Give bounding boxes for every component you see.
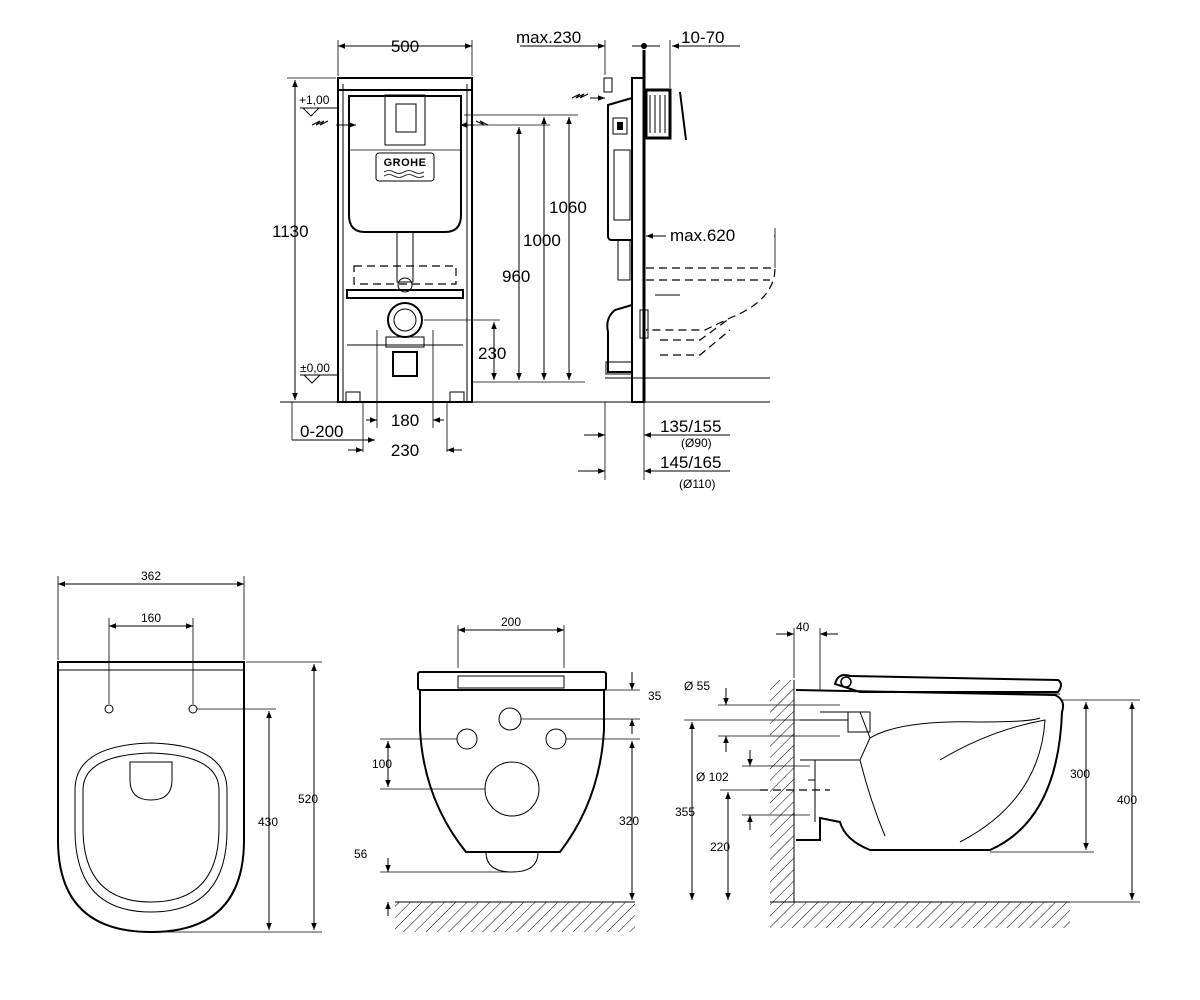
bowl-top-view: 362 160 520 430 (57, 569, 322, 934)
dim-180: 180 (391, 411, 419, 430)
brand-logo: GROHE (384, 157, 427, 169)
dim-diam-90: (Ø90) (681, 436, 712, 450)
dim-front-width: 200 (501, 615, 521, 629)
dim-220: 220 (710, 840, 730, 854)
dim-230-height: 230 (478, 344, 506, 363)
dim-1060: 1060 (549, 198, 587, 217)
dim-320: 320 (619, 814, 639, 828)
dim-max-620: max.620 (670, 226, 735, 245)
dim-depth-2: 145/165 (660, 453, 721, 472)
dim-plate: 10-70 (681, 28, 724, 47)
dim-to-holes: 430 (258, 815, 278, 829)
dim-355: 355 (675, 805, 695, 819)
dim-depth-1: 135/155 (660, 417, 721, 436)
frame-side-view: max.230 10-70 max.620 135/155 (Ø90) 145/… (516, 28, 776, 491)
dim-max-230: max.230 (516, 28, 581, 47)
dim-1000: 1000 (523, 231, 561, 250)
level-top: +1,00 (299, 93, 330, 107)
bowl-front-view: 200 35 320 100 56 (354, 615, 662, 932)
dim-230-width: 230 (391, 441, 419, 460)
dim-300: 300 (1070, 767, 1090, 781)
dim-diam-110: (Ø110) (679, 477, 715, 491)
dim-total-height: 1130 (272, 222, 309, 241)
dim-offset: 0-200 (300, 422, 343, 441)
dim-bowl-width: 362 (141, 569, 161, 583)
dim-diam-55: Ø 55 (684, 679, 710, 693)
dim-hole-spacing: 160 (141, 611, 161, 625)
dim-400: 400 (1117, 793, 1137, 807)
level-zero: ±0,00 (300, 361, 330, 375)
bowl-side-view: 40 Ø 55 Ø 102 355 220 300 400 (675, 620, 1140, 928)
dim-100: 100 (372, 757, 392, 771)
dim-diam-102: Ø 102 (696, 770, 729, 784)
dim-frame-width: 500 (391, 37, 419, 56)
dim-35: 35 (648, 689, 662, 703)
dim-960: 960 (502, 267, 530, 286)
frame-front-view: GROHE 500 1130 +1,00 (272, 37, 770, 460)
dim-40: 40 (796, 620, 810, 634)
dim-bowl-length: 520 (298, 792, 318, 806)
dim-56: 56 (354, 847, 368, 861)
